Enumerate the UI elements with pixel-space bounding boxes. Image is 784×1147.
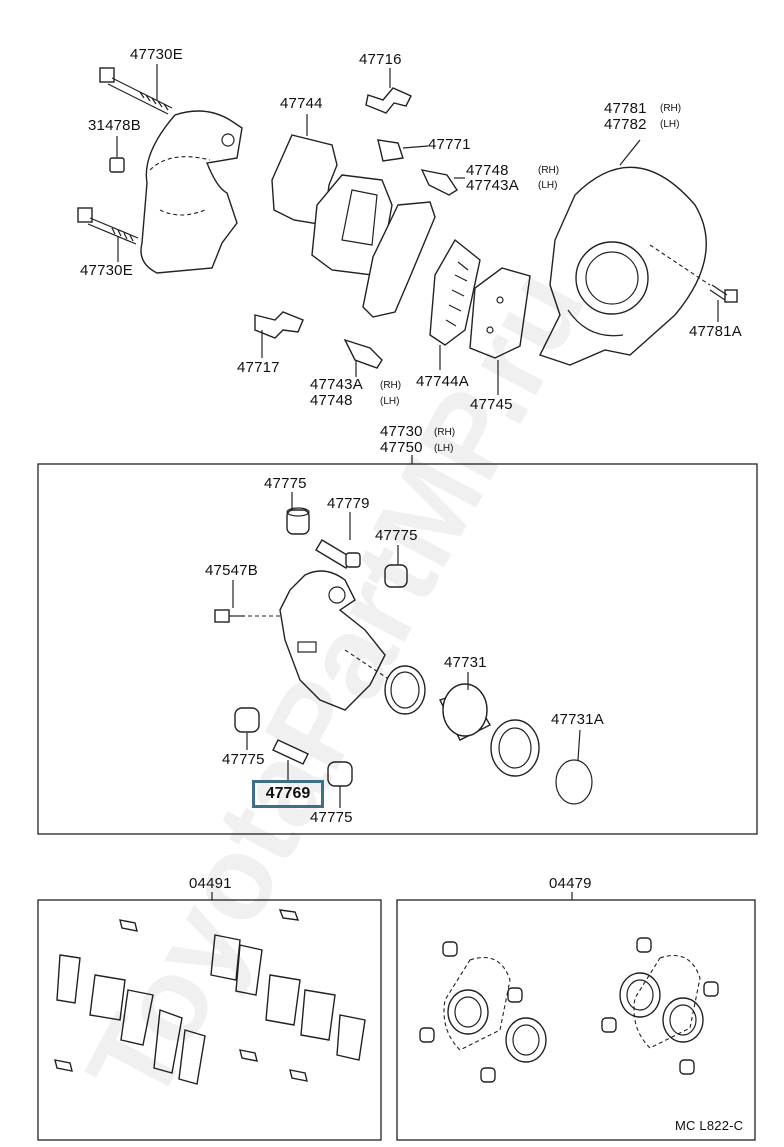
- kit-04491-parts: [54, 909, 366, 1085]
- label-rh-1: (RH): [538, 165, 560, 176]
- shim-47744a[interactable]: [429, 238, 481, 346]
- label-lh-3: (LH): [380, 396, 400, 407]
- kit-04479-parts: [419, 937, 719, 1083]
- piston-boot[interactable]: [490, 719, 540, 777]
- label-47781a[interactable]: 47781A: [689, 323, 742, 340]
- label-47716[interactable]: 47716: [359, 51, 402, 68]
- label-47730e-top[interactable]: 47730E: [130, 46, 183, 63]
- clip-47716[interactable]: [365, 87, 412, 114]
- label-47731a[interactable]: 47731A: [551, 711, 604, 728]
- label-47748-top[interactable]: 47748: [466, 162, 509, 179]
- figure-code: MC L822-C: [675, 1118, 744, 1133]
- dust-cover-47781[interactable]: [539, 166, 707, 366]
- label-47775-b[interactable]: 47775: [375, 527, 418, 544]
- nut-31478b[interactable]: [109, 157, 125, 173]
- kit-04479-frame: [396, 899, 756, 1141]
- clip-47748-top[interactable]: [420, 169, 458, 196]
- bolt-47781a[interactable]: [709, 284, 738, 303]
- label-47744[interactable]: 47744: [280, 95, 323, 112]
- label-04491[interactable]: 04491: [189, 875, 232, 892]
- label-47745[interactable]: 47745: [470, 396, 513, 413]
- label-47743a-bottom[interactable]: 47743A: [310, 376, 363, 393]
- label-47775-a[interactable]: 47775: [264, 475, 307, 492]
- label-rh-3: (RH): [380, 380, 402, 391]
- caliper-cylinder-body[interactable]: [279, 570, 386, 711]
- label-47731[interactable]: 47731: [444, 654, 487, 671]
- bush-47775-b[interactable]: [384, 564, 408, 588]
- clip-47743a-bottom[interactable]: [343, 338, 383, 369]
- label-47771[interactable]: 47771: [428, 136, 471, 153]
- label-47750[interactable]: 47750: [380, 439, 423, 456]
- label-47730[interactable]: 47730: [380, 423, 423, 440]
- label-47775-c[interactable]: 47775: [222, 751, 265, 768]
- plate-47745[interactable]: [469, 267, 531, 359]
- bleeder-47547b[interactable]: [214, 609, 245, 623]
- label-47717[interactable]: 47717: [237, 359, 280, 376]
- bush-47775-a[interactable]: [286, 507, 310, 535]
- label-47781[interactable]: 47781: [604, 100, 647, 117]
- kit-04491-frame: [37, 899, 382, 1141]
- label-47744a[interactable]: 47744A: [416, 373, 469, 390]
- caliper-assembly-frame: [37, 463, 758, 835]
- label-rh-2: (RH): [660, 103, 682, 114]
- label-47743a-top[interactable]: 47743A: [466, 177, 519, 194]
- label-lh-4: (LH): [434, 443, 454, 454]
- label-31478b[interactable]: 31478B: [88, 117, 141, 134]
- label-lh-2: (LH): [660, 119, 680, 130]
- label-47779[interactable]: 47779: [327, 495, 370, 512]
- label-47730e-bottom[interactable]: 47730E: [80, 262, 133, 279]
- caliper-bracket-outline: [140, 110, 243, 274]
- label-rh-4: (RH): [434, 427, 456, 438]
- bush-47775-c[interactable]: [234, 707, 260, 733]
- label-lh-1: (LH): [538, 180, 558, 191]
- pad-support-plate[interactable]: [362, 201, 436, 318]
- label-47547b[interactable]: 47547B: [205, 562, 258, 579]
- label-47748-bottom[interactable]: 47748: [310, 392, 353, 409]
- label-47769-highlighted[interactable]: 47769: [252, 780, 324, 808]
- seal-ring[interactable]: [384, 665, 426, 715]
- bolt-47730e-top[interactable]: [99, 67, 173, 115]
- bolt-47730e-bottom[interactable]: [77, 207, 139, 245]
- label-04479[interactable]: 04479: [549, 875, 592, 892]
- clip-47771[interactable]: [377, 139, 404, 162]
- label-47782[interactable]: 47782: [604, 116, 647, 133]
- set-ring-47731a[interactable]: [555, 759, 593, 805]
- pin-47779[interactable]: [315, 539, 361, 569]
- pin-47769[interactable]: [272, 739, 309, 765]
- piston-47731[interactable]: [439, 683, 491, 741]
- label-47775-d[interactable]: 47775: [310, 809, 353, 826]
